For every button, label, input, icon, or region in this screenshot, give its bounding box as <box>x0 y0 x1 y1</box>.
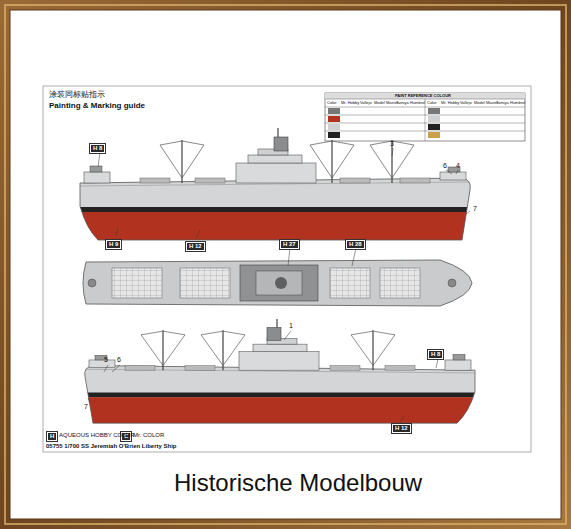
table-header: Tamiya <box>496 101 509 105</box>
callout-number: 6 <box>443 162 447 170</box>
chinese-heading: 涂装同标贴指示 <box>49 91 105 100</box>
ship-profile-port <box>75 319 485 434</box>
guide-heading: Painting & Marking guide <box>49 102 145 111</box>
table-header: Humbrol <box>510 101 525 105</box>
legend-text: AQUEOUS HOBBY COLOR <box>59 432 135 439</box>
legend-sample: H <box>47 432 57 441</box>
table-title: PAINT REFERENCE COLOUR <box>395 94 451 98</box>
table-header: Color <box>327 101 337 105</box>
color-tag: H 8 <box>428 350 443 359</box>
ship-profile-starboard <box>70 128 480 252</box>
legend-text: Mr. COLOR <box>133 432 164 439</box>
ship-deck-plan <box>83 260 472 306</box>
model-title: 05755 1/700 SS Jeremiah O'Brien Liberty … <box>46 443 177 450</box>
callout-number: 6 <box>117 356 121 364</box>
callout-number: 5 <box>104 356 108 364</box>
color-tag: H 12 <box>392 424 411 433</box>
callout-number: 4 <box>456 162 460 170</box>
callout-number: 7 <box>473 205 477 213</box>
table-header: Model Master <box>474 101 498 105</box>
caption: Historische Modelbouw <box>174 470 422 496</box>
table-header: Vallejo <box>460 101 472 105</box>
table-header: Color <box>427 101 437 105</box>
leader-lines <box>88 148 470 422</box>
color-tag: H 27 <box>280 240 299 249</box>
table-header: Humbrol <box>410 101 425 105</box>
color-tag: H 12 <box>186 242 205 251</box>
table-header: Mr. Hobby <box>341 101 359 105</box>
color-tag: H 9 <box>106 240 121 249</box>
table-header: Vallejo <box>360 101 372 105</box>
paint-table <box>325 93 525 141</box>
color-tag: H 8 <box>90 144 105 153</box>
table-header: Tamiya <box>396 101 409 105</box>
color-tag: H 28 <box>346 240 365 249</box>
callout-number: 1 <box>289 322 293 330</box>
callout-number: 3 <box>390 140 394 148</box>
table-header: Mr. Hobby <box>441 101 459 105</box>
table-header: Model Master <box>374 101 398 105</box>
callout-number: 7 <box>84 403 88 411</box>
